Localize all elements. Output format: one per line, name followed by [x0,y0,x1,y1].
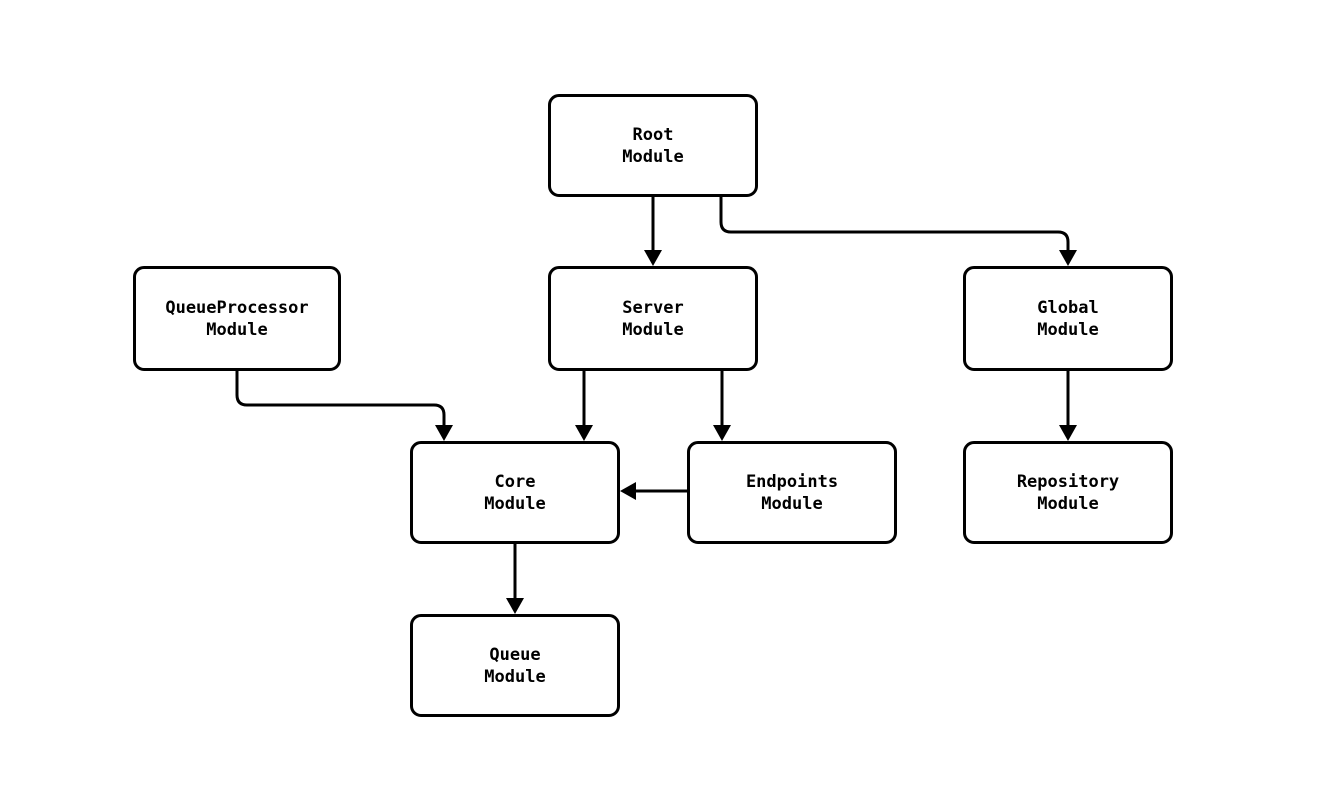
arrowhead-root-global [1059,250,1077,266]
node-label-server-line1: Server [622,297,684,318]
edge-root-global [719,197,1070,250]
arrowhead-server-core [575,425,593,441]
node-label-endpoints-line2: Module [761,493,823,514]
node-label-queueprocessor-line2: Module [206,319,268,340]
node-label-queue-line2: Module [484,666,546,687]
node-label-core-line2: Module [484,493,546,514]
arrowhead-global-repository [1059,425,1077,441]
arrowhead-queueprocessor-core [435,425,453,441]
node-label-root-line1: Root [632,124,674,145]
node-label-root-line2: Module [622,146,684,167]
node-label-core-line1: Core [494,471,536,492]
node-label-global-line1: Global [1037,297,1099,318]
node-label-endpoints-line1: Endpoints [745,471,839,492]
node-label-server-line2: Module [622,319,684,340]
node-label-global-line2: Module [1037,319,1099,340]
node-label-repository-line1: Repository [1016,471,1120,492]
edge-queueprocessor-core [235,371,446,425]
arrowhead-server-endpoints [713,425,731,441]
arrowhead-endpoints-core [620,482,636,500]
arrowhead-core-queue [506,598,524,614]
node-label-queue-line1: Queue [489,644,541,665]
node-label-repository-line2: Module [1037,493,1099,514]
arrowhead-root-server [644,250,662,266]
node-label-queueprocessor-line1: QueueProcessor [165,297,309,318]
